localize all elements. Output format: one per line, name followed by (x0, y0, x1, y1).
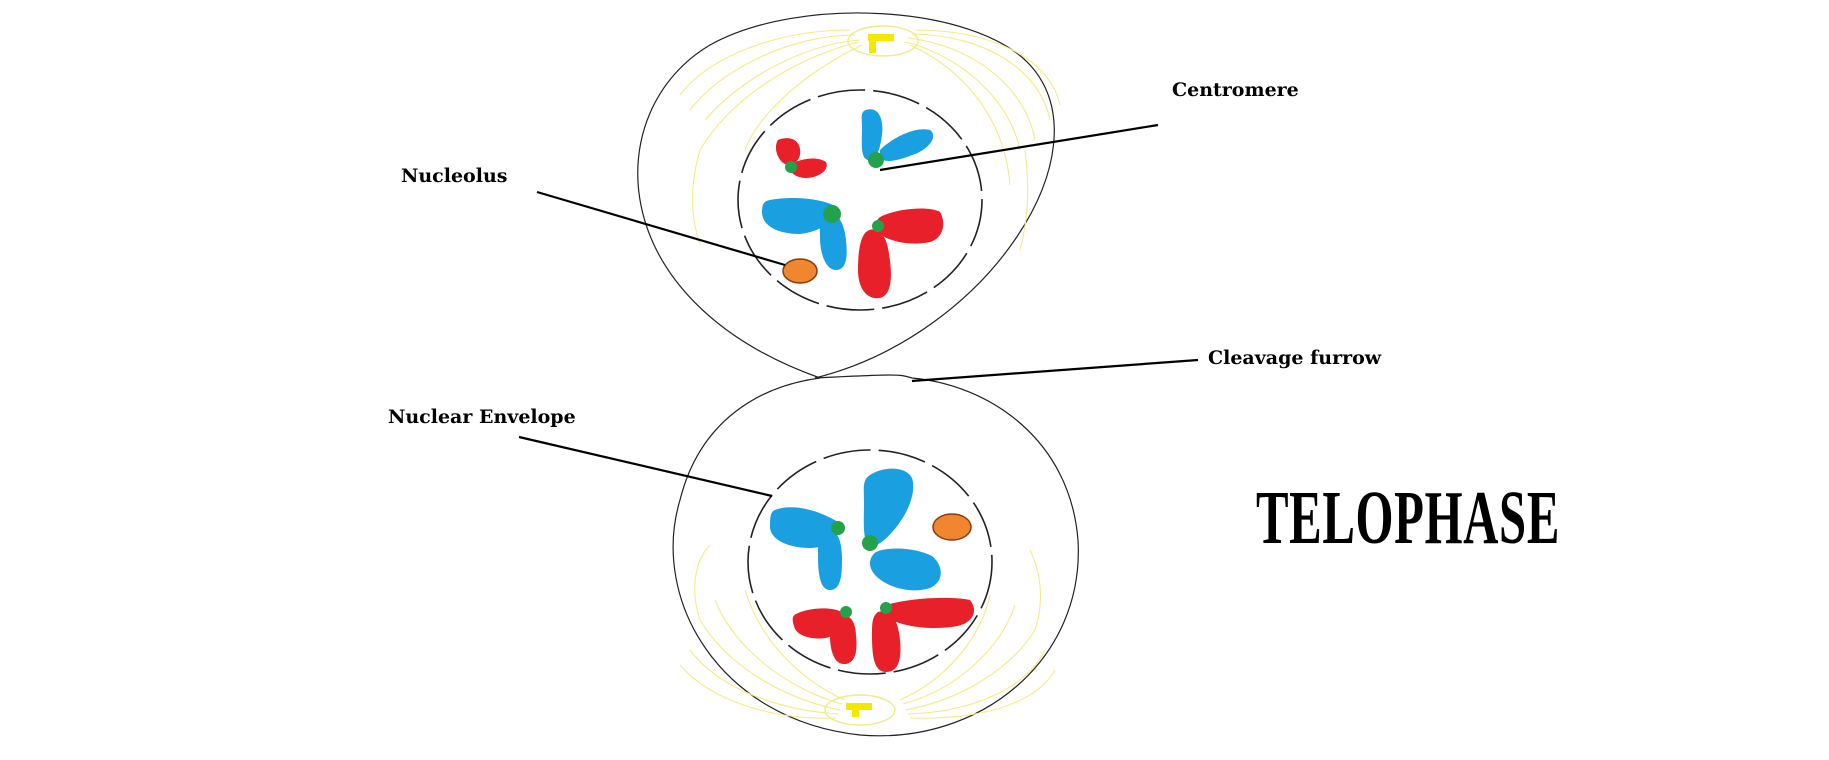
lower-spindle-fibers (679, 544, 1056, 719)
centromere (880, 602, 892, 614)
centromere (872, 220, 884, 232)
centromere (831, 521, 845, 535)
chromatid (789, 158, 827, 178)
centromere (862, 535, 878, 551)
lower-nucleolus (932, 513, 972, 541)
centromere (868, 152, 884, 168)
chromatid (863, 468, 914, 547)
diagram-title: TELOPHASE (1256, 476, 1560, 560)
chromatid (775, 138, 801, 165)
nuclear-envelope-label: Nuclear Envelope (388, 406, 576, 428)
chromatid (762, 198, 836, 234)
lower-centriole-icon (846, 703, 872, 717)
chromatid (875, 208, 944, 244)
chromatid (818, 529, 842, 590)
chromatid (858, 229, 891, 299)
nucleolus-pointer (536, 190, 786, 267)
upper-centriole-icon (868, 34, 894, 53)
lower-centrosome (824, 694, 896, 726)
centromere (785, 161, 797, 173)
nuclear-envelope-pointer (518, 435, 773, 498)
lower-chromosomes (770, 468, 974, 672)
centromere-pointer (879, 123, 1159, 172)
chromatid (872, 611, 901, 672)
lower-nuclear-envelope (747, 449, 993, 675)
chromatid (819, 213, 847, 270)
upper-centrosome (847, 25, 919, 57)
upper-spindle-fibers (679, 29, 1061, 251)
chromatid (880, 129, 934, 161)
upper-nucleolus (782, 258, 818, 284)
chromatid (861, 109, 883, 161)
chromatid (870, 548, 941, 591)
upper-chromosomes (762, 109, 944, 299)
chromatid (830, 614, 857, 664)
cleavage-furrow-label: Cleavage furrow (1208, 347, 1382, 369)
centromere (823, 205, 841, 223)
cell-membrane (637, 12, 1079, 737)
centromere-label: Centromere (1172, 79, 1299, 101)
cleavage-furrow-pointer (911, 358, 1199, 383)
chromatid (885, 597, 974, 628)
upper-nuclear-envelope (737, 89, 983, 311)
centromere (840, 606, 852, 618)
nucleolus-label: Nucleolus (401, 165, 507, 187)
